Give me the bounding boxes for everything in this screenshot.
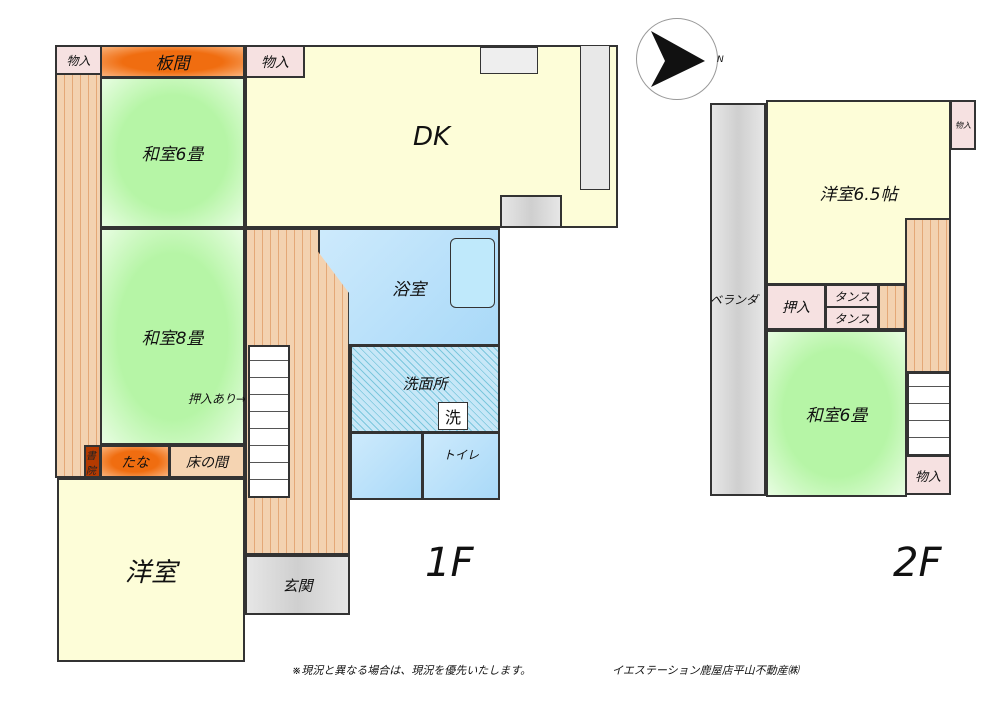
room-label: タンス: [834, 311, 870, 326]
room-label: 板間: [155, 54, 190, 74]
tokonoma: 床の間: [169, 445, 245, 478]
room-label: 洋室6.5帖: [819, 185, 898, 205]
room-label: 物入: [955, 120, 971, 130]
compass: N: [636, 18, 724, 100]
floor-label-2f: 2F: [893, 540, 942, 586]
disclaimer-note: ※現況と異なる場合は、現況を優先いたします。: [292, 664, 532, 677]
floor-label-1f: 1F: [425, 540, 474, 586]
dk: DK: [245, 45, 618, 228]
room-label: 押入: [782, 300, 810, 316]
room-label: 床の間: [186, 454, 228, 471]
hallway-2f: [905, 218, 951, 373]
room-label: 物入: [66, 53, 91, 68]
storage-2f-small: 物入: [950, 100, 976, 150]
north-label: N: [717, 55, 724, 65]
room-label: たな: [121, 454, 149, 471]
room-label: 浴室: [392, 279, 426, 300]
room-label: ベランダ: [710, 293, 759, 307]
toilet-room-2: トイレ: [422, 432, 500, 500]
storage-top-left: 物入: [55, 45, 102, 75]
room-label: 和室6畳: [805, 406, 868, 426]
wood-floor-2f: [878, 284, 906, 330]
washroom: 洗面所: [350, 345, 500, 433]
washitsu-8: 和室8畳: [100, 228, 245, 445]
stairs-1f: [248, 345, 290, 498]
kitchen-counter-icon: [580, 45, 610, 190]
washer-label: 洗: [444, 408, 461, 427]
tansu-2: タンス: [825, 306, 879, 330]
room-label: 洗面所: [402, 375, 448, 393]
room-label: 和室8畳: [141, 329, 204, 349]
storage-2f: 物入: [905, 455, 951, 495]
washer-icon: 洗: [438, 402, 468, 430]
corridor-engawa: [55, 45, 102, 478]
appliance-icon: [480, 47, 538, 74]
room-label: トイレ: [442, 448, 479, 462]
tana: たな: [100, 445, 170, 478]
washitsu-6-2f: 和室6畳: [766, 330, 907, 497]
room-label: 和室6畳: [141, 145, 204, 165]
north-arrow-icon: [651, 31, 705, 87]
room-label: DK: [412, 121, 451, 152]
stairs-2f: [907, 372, 951, 456]
room-label: 玄関: [282, 576, 313, 595]
room-label: 物入: [914, 469, 941, 485]
oshiire: 押入: [766, 284, 826, 330]
bathtub-icon: [450, 238, 495, 308]
utility-box: [500, 195, 562, 228]
company-name: イエステーション鹿屋店平山不動産㈱: [612, 664, 799, 677]
toilet-room-1: [350, 432, 423, 500]
storage-dk: 物入: [245, 45, 305, 78]
youshitsu-1f: 洋室: [57, 478, 245, 662]
closet-note: 押入あり→: [188, 392, 247, 406]
veranda: ベランダ: [710, 103, 766, 496]
room-label: 物入: [261, 54, 289, 71]
room-label: 書院: [86, 450, 96, 477]
wood-floor-room: 板間: [100, 45, 245, 78]
shoin: 書院: [84, 445, 101, 478]
room-label: タンス: [834, 289, 870, 304]
entrance: 玄関: [245, 555, 350, 615]
washitsu-6: 和室6畳: [100, 77, 245, 228]
room-label: 洋室: [124, 557, 177, 588]
tansu-1: タンス: [825, 284, 879, 308]
